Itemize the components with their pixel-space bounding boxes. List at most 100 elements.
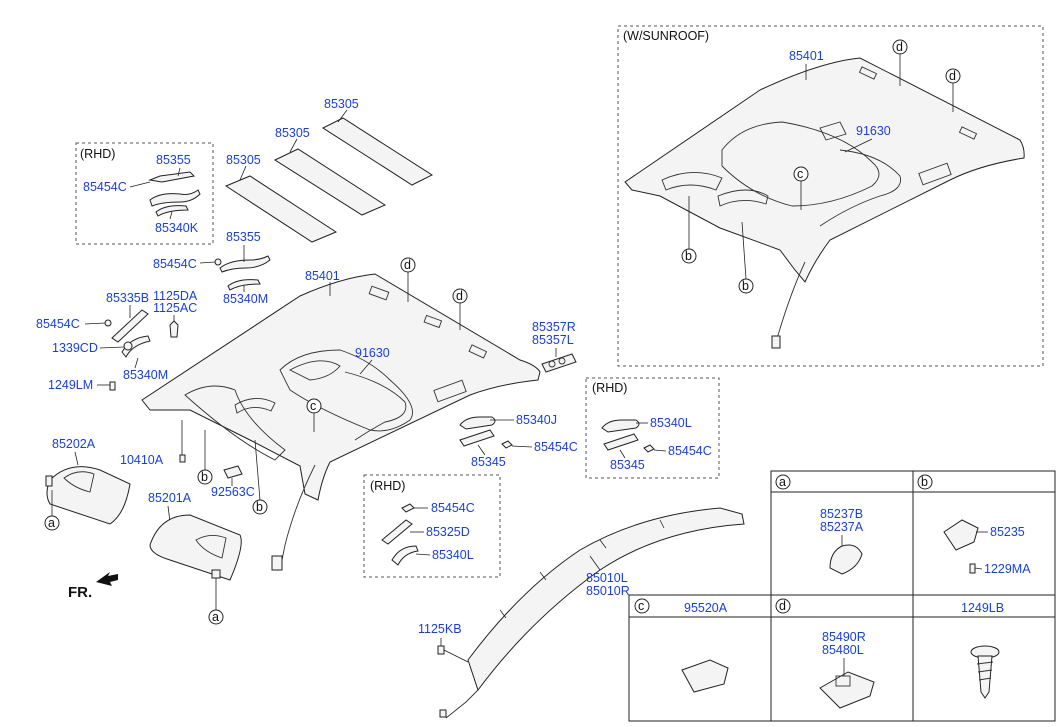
label-85340l-bottom: 85340L [432,548,474,562]
callout-d-1-text: d [404,258,411,272]
label-85305-mid: 85305 [275,126,310,140]
pad-strip-mid [273,148,387,216]
label-85010l: 85010L [586,571,628,585]
pad-strip-top [321,117,434,186]
sunroof-title: (W/SUNROOF) [623,29,709,43]
callout-a-1-text: a [48,516,55,530]
rhd-box-bottom [363,474,501,578]
label-1249lm: 1249LM [48,378,93,392]
front-indicator: FR. [68,584,92,601]
label-85454c-bracket: 85454C [36,317,80,331]
label-1125ac: 1125AC [153,301,197,315]
label-85345-mid: 85345 [610,458,645,472]
label-95520a: 95520A [684,601,728,615]
label-85340k-rhd: 85340K [155,221,199,235]
callout-d-4-text: d [949,69,956,83]
callout-a-2 [208,609,224,625]
label-85357l: 85357L [532,333,574,347]
label-85355: 85355 [226,230,261,244]
callout-d-3-text: d [896,40,903,54]
lamp-part [541,348,577,373]
table-key-b-text: b [921,475,928,489]
front-arrow-icon [96,572,118,586]
callout-b-2-text: b [256,500,263,514]
table-key-d [775,598,791,614]
headliner-main [141,273,541,571]
label-85340m-top: 85340M [223,292,268,306]
label-85345: 85345 [471,455,506,469]
label-1249lb: 1249LB [961,601,1004,615]
label-1339cd: 1339CD [52,341,98,355]
rhd-top-parts [129,167,201,220]
visor-left [45,466,131,525]
headliner-sunroof [624,57,1025,349]
label-85237b: 85237B [820,507,863,521]
rhd-bottom-title: (RHD) [370,479,405,493]
callout-a-2-text: a [212,610,219,624]
part-1249lb-screw [970,645,1000,699]
label-85010r: 85010R [586,584,630,598]
label-85340l-mid: 85340L [650,416,692,430]
rhd-mid-parts [601,419,667,459]
callout-a-1 [44,515,60,531]
label-85454c-rhd: 85454C [83,180,127,194]
label-91630: 91630 [355,346,390,360]
label-85401-sunroof: 85401 [789,49,824,63]
label-85357r: 85357R [532,320,576,334]
label-85325d: 85325D [426,525,470,539]
callout-c-1-text: c [310,399,316,413]
label-91630-sunroof: 91630 [856,124,891,138]
label-92563c: 92563C [211,485,255,499]
label-1125da: 1125DA [153,289,198,303]
callout-b-1-text: b [201,470,208,484]
label-85305-top: 85305 [324,97,359,111]
reference-table [628,470,1056,722]
table-key-c [634,598,650,614]
label-85454c-left: 85454C [153,257,197,271]
table-key-d-text: d [779,599,786,613]
part-85235 [943,519,979,551]
label-85454c-mid: 85454C [668,444,712,458]
callout-c-2-text: c [797,167,803,181]
curtain-airbag [439,507,745,719]
rhd-bottom-parts [381,503,431,566]
rhd-box-top [75,142,214,245]
grip-right-parts [459,416,533,456]
label-85355-rhd: 85355 [156,153,191,167]
label-85490r: 85490R [822,630,866,644]
label-85340j: 85340J [516,413,557,427]
label-85454c-bottom: 85454C [431,501,475,515]
part-95520a [681,659,729,693]
part-85237 [829,544,863,575]
table-key-c-text: c [638,599,644,613]
grip-left-parts [199,245,271,292]
rhd-top-title: (RHD) [80,147,115,161]
label-85201a: 85201A [148,491,192,505]
callout-b-3-text: b [685,249,692,263]
sunroof-box [617,25,1044,367]
table-key-a [775,474,791,490]
label-1125kb: 1125KB [418,622,462,636]
callout-b-4-text: b [742,279,749,293]
label-85335b: 85335B [106,291,149,305]
part-85490 [819,671,875,709]
label-85235: 85235 [990,525,1025,539]
label-10410a: 10410A [120,453,164,467]
label-85454c-grip: 85454C [534,440,578,454]
label-1229ma: 1229MA [984,562,1031,576]
pad-strip-left [224,175,338,243]
label-85305-left: 85305 [226,153,261,167]
callout-d-2-text: d [456,289,463,303]
rhd-box-mid [585,377,720,479]
visor-right [149,514,242,610]
label-85401: 85401 [305,269,340,283]
rhd-mid-title: (RHD) [592,381,627,395]
headliner-body [141,273,541,501]
label-85202a: 85202A [52,437,96,451]
label-85340m: 85340M [123,368,168,382]
label-85480l: 85480L [822,643,864,657]
table-key-a-text: a [779,475,786,489]
table-key-b [917,474,933,490]
pad-strips [224,109,434,243]
